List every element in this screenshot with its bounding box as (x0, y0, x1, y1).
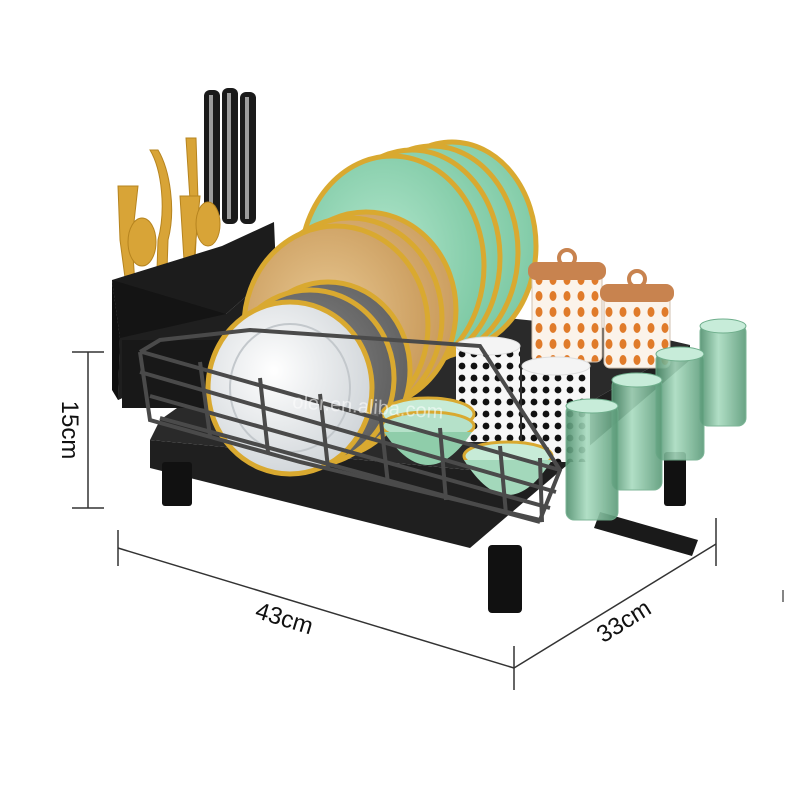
canister-left (528, 248, 606, 363)
width-dimension: 43cm (117, 530, 515, 690)
height-dimension: 15cm (56, 351, 104, 509)
depth-label: 33cm (592, 595, 656, 649)
gold-cutlery (117, 137, 221, 301)
height-label: 15cm (56, 401, 83, 460)
leg-front-right (488, 545, 522, 613)
glass-holder (565, 318, 747, 521)
utensil-holder (112, 88, 276, 408)
knives (204, 88, 256, 224)
leg-front-left (162, 462, 192, 506)
canisters (528, 248, 674, 369)
canister-right (600, 269, 674, 369)
leg-back-right (664, 452, 686, 506)
wire-basket (138, 327, 563, 524)
width-label: 43cm (252, 597, 316, 640)
